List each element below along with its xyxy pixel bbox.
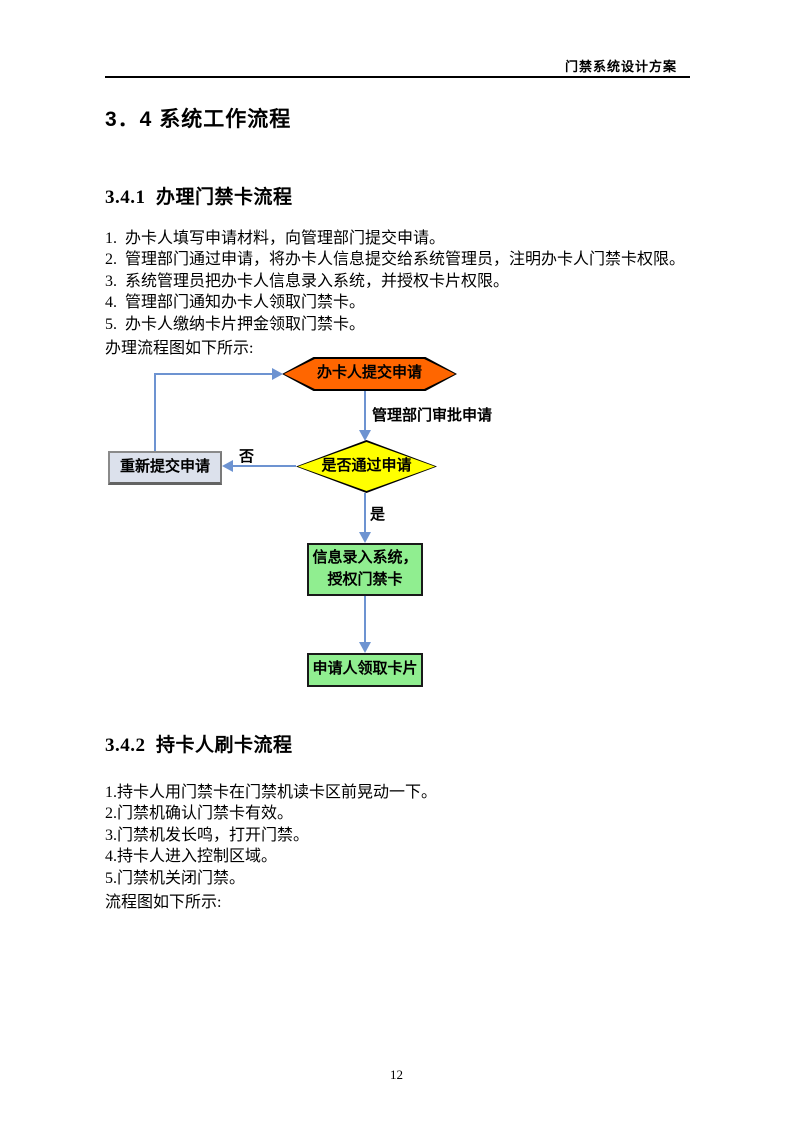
list-item: 2.门禁机确认门禁卡有效。 [105, 805, 294, 823]
list-item: 2. 管理部门通过申请，将办卡人信息提交给系统管理员，注明办卡人门禁卡权限。 [105, 251, 686, 269]
process-box-line2: 授权门禁卡 [327, 571, 403, 588]
yes-branch-label: 是 [370, 507, 386, 523]
arrowhead-right-icon [272, 368, 283, 380]
card-swipe-steps-list: 1.持卡人用门禁卡在门禁机读卡区前晃动一下。 2.门禁机确认门禁卡有效。 3.门… [105, 782, 765, 889]
card-apply-steps-list: 1. 办卡人填写申请材料，向管理部门提交申请。 2. 管理部门通过申请，将办卡人… [105, 228, 765, 335]
page-number: 12 [390, 1067, 403, 1082]
arrowhead-left-icon [222, 460, 233, 472]
arrowhead-down-icon [359, 430, 371, 441]
connector-diamond-to-process [364, 493, 366, 533]
list-item: 4. 管理部门通知办卡人领取门禁卡。 [105, 294, 366, 312]
loop-connector-vertical [154, 373, 156, 451]
process-box-line1: 信息录入系统， [312, 549, 418, 566]
flowchart-decision-diamond: 是否通过申请 [296, 440, 437, 493]
list-item: 5. 办卡人缴纳卡片押金领取门禁卡。 [105, 315, 366, 333]
flowchart-final-box: 申请人领取卡片 [307, 653, 423, 687]
retry-box-label: 重新提交申请 [119, 458, 210, 475]
hexagon-fill [284, 359, 455, 389]
connector-diamond-to-retry [232, 465, 296, 467]
flowchart-retry-box: 重新提交申请 [108, 451, 222, 485]
connector-process-to-final [364, 596, 366, 643]
section-title-3-4-1: 3.4.1 办理门禁卡流程 [105, 187, 293, 208]
arrowhead-down-icon [359, 642, 371, 653]
list-item: 4.持卡人进入控制区域。 [105, 848, 278, 866]
flowchart-intro-note: 流程图如下所示: [105, 894, 222, 911]
header-divider [105, 76, 690, 78]
list-item: 1.持卡人用门禁卡在门禁机读卡区前晃动一下。 [105, 784, 438, 801]
final-box-label: 申请人领取卡片 [312, 661, 418, 678]
arrowhead-down-icon [359, 532, 371, 543]
no-branch-label: 否 [239, 449, 255, 465]
loop-connector-horizontal [154, 373, 273, 375]
section-title-3-4: 3．4 系统工作流程 [105, 108, 292, 131]
flowchart-intro-note: 办理流程图如下所示: [105, 340, 254, 357]
flowchart-start-hexagon: 办卡人提交申请 [282, 357, 457, 391]
flowchart-process-box: 信息录入系统， 授权门禁卡 [307, 543, 423, 596]
diamond-label: 是否通过申请 [321, 457, 412, 474]
section-title-3-4-2: 3.4.2 持卡人刷卡流程 [105, 735, 293, 756]
list-item: 1. 办卡人填写申请材料，向管理部门提交申请。 [105, 230, 446, 247]
page-header-title: 门禁系统设计方案 [564, 59, 677, 74]
list-item: 3. 系统管理员把办卡人信息录入系统，并授权卡片权限。 [105, 272, 510, 290]
connector-hexagon-to-diamond [364, 391, 366, 431]
approve-arrow-label: 管理部门审批申请 [372, 408, 493, 424]
hexagon-label: 办卡人提交申请 [316, 365, 422, 382]
list-item: 3.门禁机发长鸣，打开门禁。 [105, 826, 310, 844]
list-item: 5.门禁机关闭门禁。 [105, 869, 246, 887]
